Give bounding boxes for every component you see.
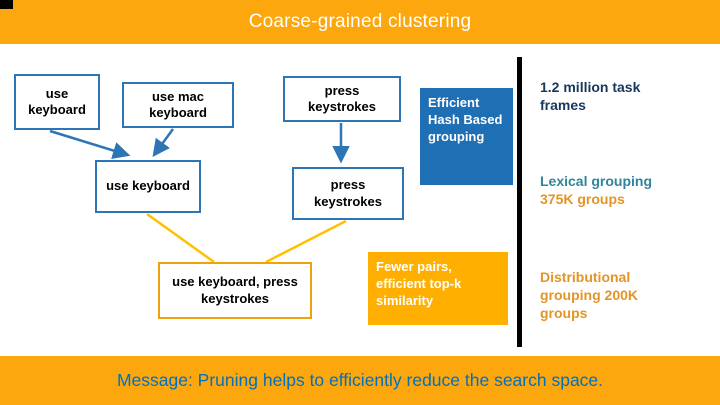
footer-message: Message: Pruning helps to efficiently re… bbox=[116, 370, 604, 390]
title-banner: Coarse-grained clustering bbox=[0, 0, 720, 44]
label-lexical-count: 375K groups bbox=[540, 191, 625, 207]
arrow-use-keyboard-left bbox=[49, 129, 131, 159]
callout-hash-grouping: Efficient Hash Based grouping bbox=[420, 88, 513, 185]
node-press-keystrokes-top: press keystrokes bbox=[283, 76, 401, 122]
slide-title: Coarse-grained clustering bbox=[248, 11, 472, 32]
footer-banner: Message: Pruning helps to efficiently re… bbox=[0, 356, 720, 405]
callout-fewer-pairs: Fewer pairs, efficient top-k similarity bbox=[368, 252, 508, 325]
label-task-frames: 1.2 million task frames bbox=[540, 79, 641, 114]
connector-yellow-left bbox=[146, 212, 215, 264]
node-use-keyboard-top: use keyboard bbox=[14, 74, 100, 130]
node-press-keystrokes-mid: press keystrokes bbox=[292, 167, 404, 220]
node-use-mac-keyboard: use mac keyboard bbox=[122, 82, 234, 128]
arrow-use-mac-keyboard bbox=[152, 128, 175, 158]
label-distributional-grouping: Distributional grouping 200K groups bbox=[540, 269, 639, 322]
corner-decoration bbox=[0, 0, 13, 9]
vertical-divider bbox=[517, 57, 522, 347]
node-use-keyboard-mid: use keyboard bbox=[95, 160, 201, 213]
node-merged-cluster: use keyboard, press keystrokes bbox=[158, 262, 312, 319]
connector-yellow-right bbox=[265, 219, 347, 264]
label-lexical-grouping: Lexical grouping bbox=[540, 173, 653, 189]
